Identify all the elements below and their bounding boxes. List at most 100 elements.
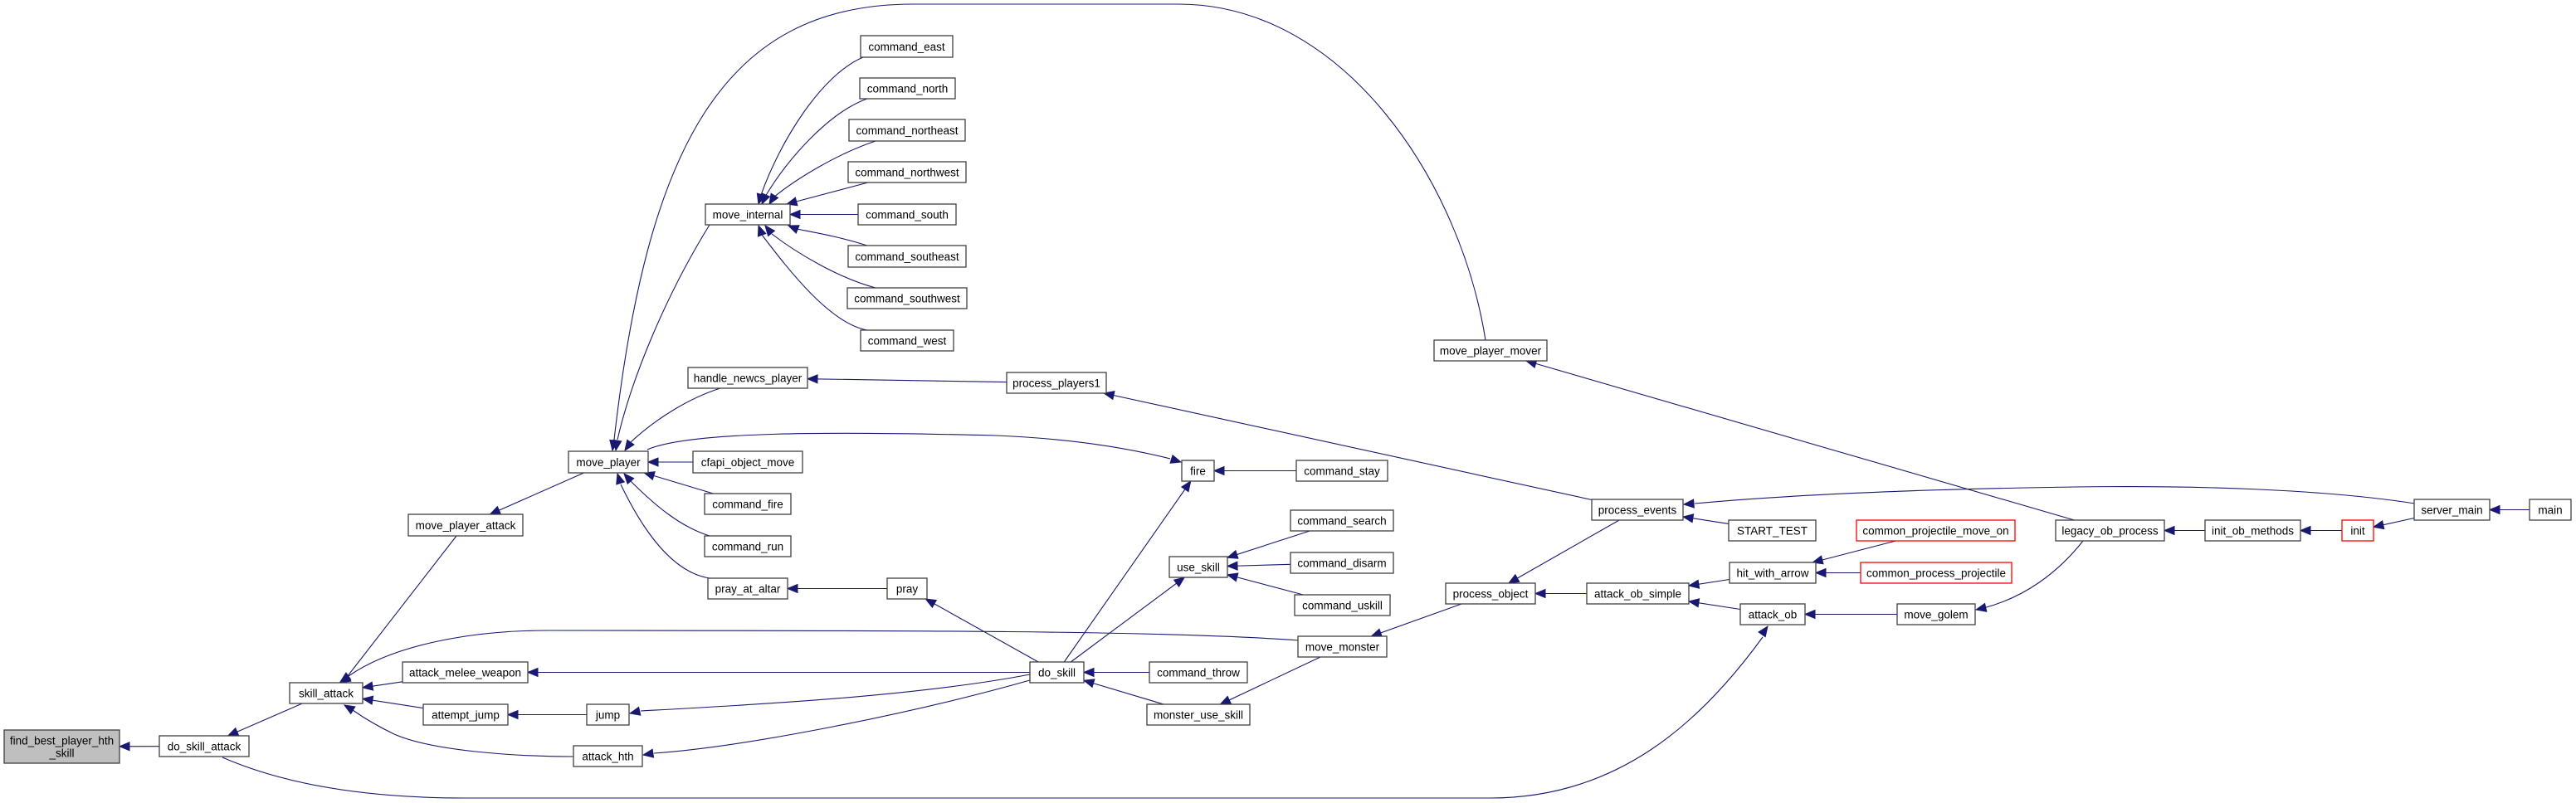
node-box[interactable] — [704, 493, 792, 515]
node-legacy-ob-process[interactable]: legacy_ob_process — [2055, 519, 2165, 542]
node-find-best-player-hth-skill[interactable]: find_best_player_hth_skill — [3, 729, 120, 764]
node-jump[interactable]: jump — [586, 703, 630, 726]
node-box[interactable] — [2204, 519, 2301, 542]
node-command-northeast[interactable]: command_northeast — [848, 119, 966, 142]
node-common-projectile-move-on[interactable]: common_projectile_move_on — [1856, 519, 2016, 542]
node-box[interactable] — [1294, 594, 1391, 616]
node-box[interactable] — [857, 203, 957, 226]
node-box[interactable] — [1728, 519, 1817, 542]
node-box[interactable] — [407, 513, 524, 537]
node-box[interactable] — [1006, 372, 1107, 394]
node-box[interactable] — [2055, 519, 2165, 542]
node-box[interactable] — [402, 661, 529, 684]
node-box[interactable] — [1146, 703, 1251, 726]
node-do-skill-attack[interactable]: do_skill_attack — [159, 735, 250, 757]
node-move-golem[interactable]: move_golem — [1896, 603, 1976, 625]
node-box[interactable] — [846, 287, 968, 309]
node-command-southwest[interactable]: command_southwest — [846, 287, 968, 309]
node-attack-ob-simple[interactable]: attack_ob_simple — [1586, 582, 1690, 605]
node-command-south[interactable]: command_south — [857, 203, 957, 226]
node-box[interactable] — [704, 535, 792, 557]
node-box[interactable] — [1856, 519, 2016, 542]
node-process-object[interactable]: process_object — [1445, 582, 1536, 605]
node-box[interactable] — [1896, 603, 1976, 625]
node-box[interactable] — [422, 703, 509, 726]
node-box[interactable] — [1739, 603, 1806, 625]
node-box[interactable] — [692, 450, 803, 474]
node-attack-ob[interactable]: attack_ob — [1739, 603, 1806, 625]
node-box[interactable] — [848, 119, 966, 142]
node-command-stay[interactable]: command_stay — [1295, 460, 1388, 482]
node-box[interactable] — [859, 77, 956, 100]
node-box[interactable] — [289, 682, 363, 704]
node-do-skill[interactable]: do_skill — [1029, 661, 1085, 684]
node-box[interactable] — [1029, 661, 1085, 684]
node-cfapi-object-move[interactable]: cfapi_object_move — [692, 450, 803, 474]
node-move-internal[interactable]: move_internal — [705, 203, 791, 226]
node-box[interactable] — [886, 577, 928, 600]
node-attack-melee-weapon[interactable]: attack_melee_weapon — [402, 661, 529, 684]
node-command-run[interactable]: command_run — [704, 535, 792, 557]
node-box[interactable] — [847, 161, 967, 183]
node-box[interactable] — [860, 329, 954, 352]
node-command-southeast[interactable]: command_southeast — [847, 245, 967, 268]
node-box[interactable] — [3, 729, 120, 764]
node-pray-at-altar[interactable]: pray_at_altar — [707, 577, 788, 600]
node-move-player[interactable]: move_player — [568, 450, 649, 474]
node-command-northwest[interactable]: command_northwest — [847, 161, 967, 183]
node-command-fire[interactable]: command_fire — [704, 493, 792, 515]
node-box[interactable] — [2413, 499, 2491, 521]
node-command-east[interactable]: command_east — [860, 35, 954, 58]
node-fire[interactable]: fire — [1181, 460, 1215, 482]
node-box[interactable] — [1860, 562, 2013, 584]
node-use-skill[interactable]: use_skill — [1168, 556, 1228, 578]
node-attempt-jump[interactable]: attempt_jump — [422, 703, 509, 726]
node-box[interactable] — [1586, 582, 1690, 605]
node-box[interactable] — [1181, 460, 1215, 482]
node-move-player-attack[interactable]: move_player_attack — [407, 513, 524, 537]
node-command-north[interactable]: command_north — [859, 77, 956, 100]
node-box[interactable] — [705, 203, 791, 226]
node-box[interactable] — [1591, 499, 1684, 521]
node-command-disarm[interactable]: command_disarm — [1290, 552, 1394, 574]
node-start-test[interactable]: START_TEST — [1728, 519, 1817, 542]
node-box[interactable] — [586, 703, 630, 726]
node-process-players1[interactable]: process_players1 — [1006, 372, 1107, 394]
node-command-uskill[interactable]: command_uskill — [1294, 594, 1391, 616]
node-common-process-projectile[interactable]: common_process_projectile — [1860, 562, 2013, 584]
node-pray[interactable]: pray — [886, 577, 928, 600]
node-box[interactable] — [568, 450, 649, 474]
node-skill-attack[interactable]: skill_attack — [289, 682, 363, 704]
node-box[interactable] — [1295, 460, 1388, 482]
node-box[interactable] — [1290, 552, 1394, 574]
node-process-events[interactable]: process_events — [1591, 499, 1684, 521]
node-init-ob-methods[interactable]: init_ob_methods — [2204, 519, 2301, 542]
node-box[interactable] — [707, 577, 788, 600]
node-box[interactable] — [1729, 562, 1817, 584]
node-box[interactable] — [1433, 339, 1548, 362]
node-box[interactable] — [860, 35, 954, 58]
node-hit-with-arrow[interactable]: hit_with_arrow — [1729, 562, 1817, 584]
node-move-player-mover[interactable]: move_player_mover — [1433, 339, 1548, 362]
node-box[interactable] — [2529, 499, 2572, 521]
node-box[interactable] — [2341, 519, 2374, 542]
node-box[interactable] — [847, 245, 967, 268]
node-monster-use-skill[interactable]: monster_use_skill — [1146, 703, 1251, 726]
node-box[interactable] — [1149, 661, 1248, 684]
node-attack-hth[interactable]: attack_hth — [573, 745, 643, 767]
node-handle-newcs-player[interactable]: handle_newcs_player — [687, 367, 808, 389]
node-command-search[interactable]: command_search — [1290, 509, 1394, 532]
node-main[interactable]: main — [2529, 499, 2572, 521]
node-command-west[interactable]: command_west — [860, 329, 954, 352]
node-move-monster[interactable]: move_monster — [1297, 635, 1388, 658]
node-server-main[interactable]: server_main — [2413, 499, 2491, 521]
node-box[interactable] — [1297, 635, 1388, 658]
node-box[interactable] — [573, 745, 643, 767]
node-box[interactable] — [687, 367, 808, 389]
node-box[interactable] — [1290, 509, 1394, 532]
node-command-throw[interactable]: command_throw — [1149, 661, 1248, 684]
node-box[interactable] — [1445, 582, 1536, 605]
node-init[interactable]: init — [2341, 519, 2374, 542]
node-box[interactable] — [159, 735, 250, 757]
node-box[interactable] — [1168, 556, 1228, 578]
